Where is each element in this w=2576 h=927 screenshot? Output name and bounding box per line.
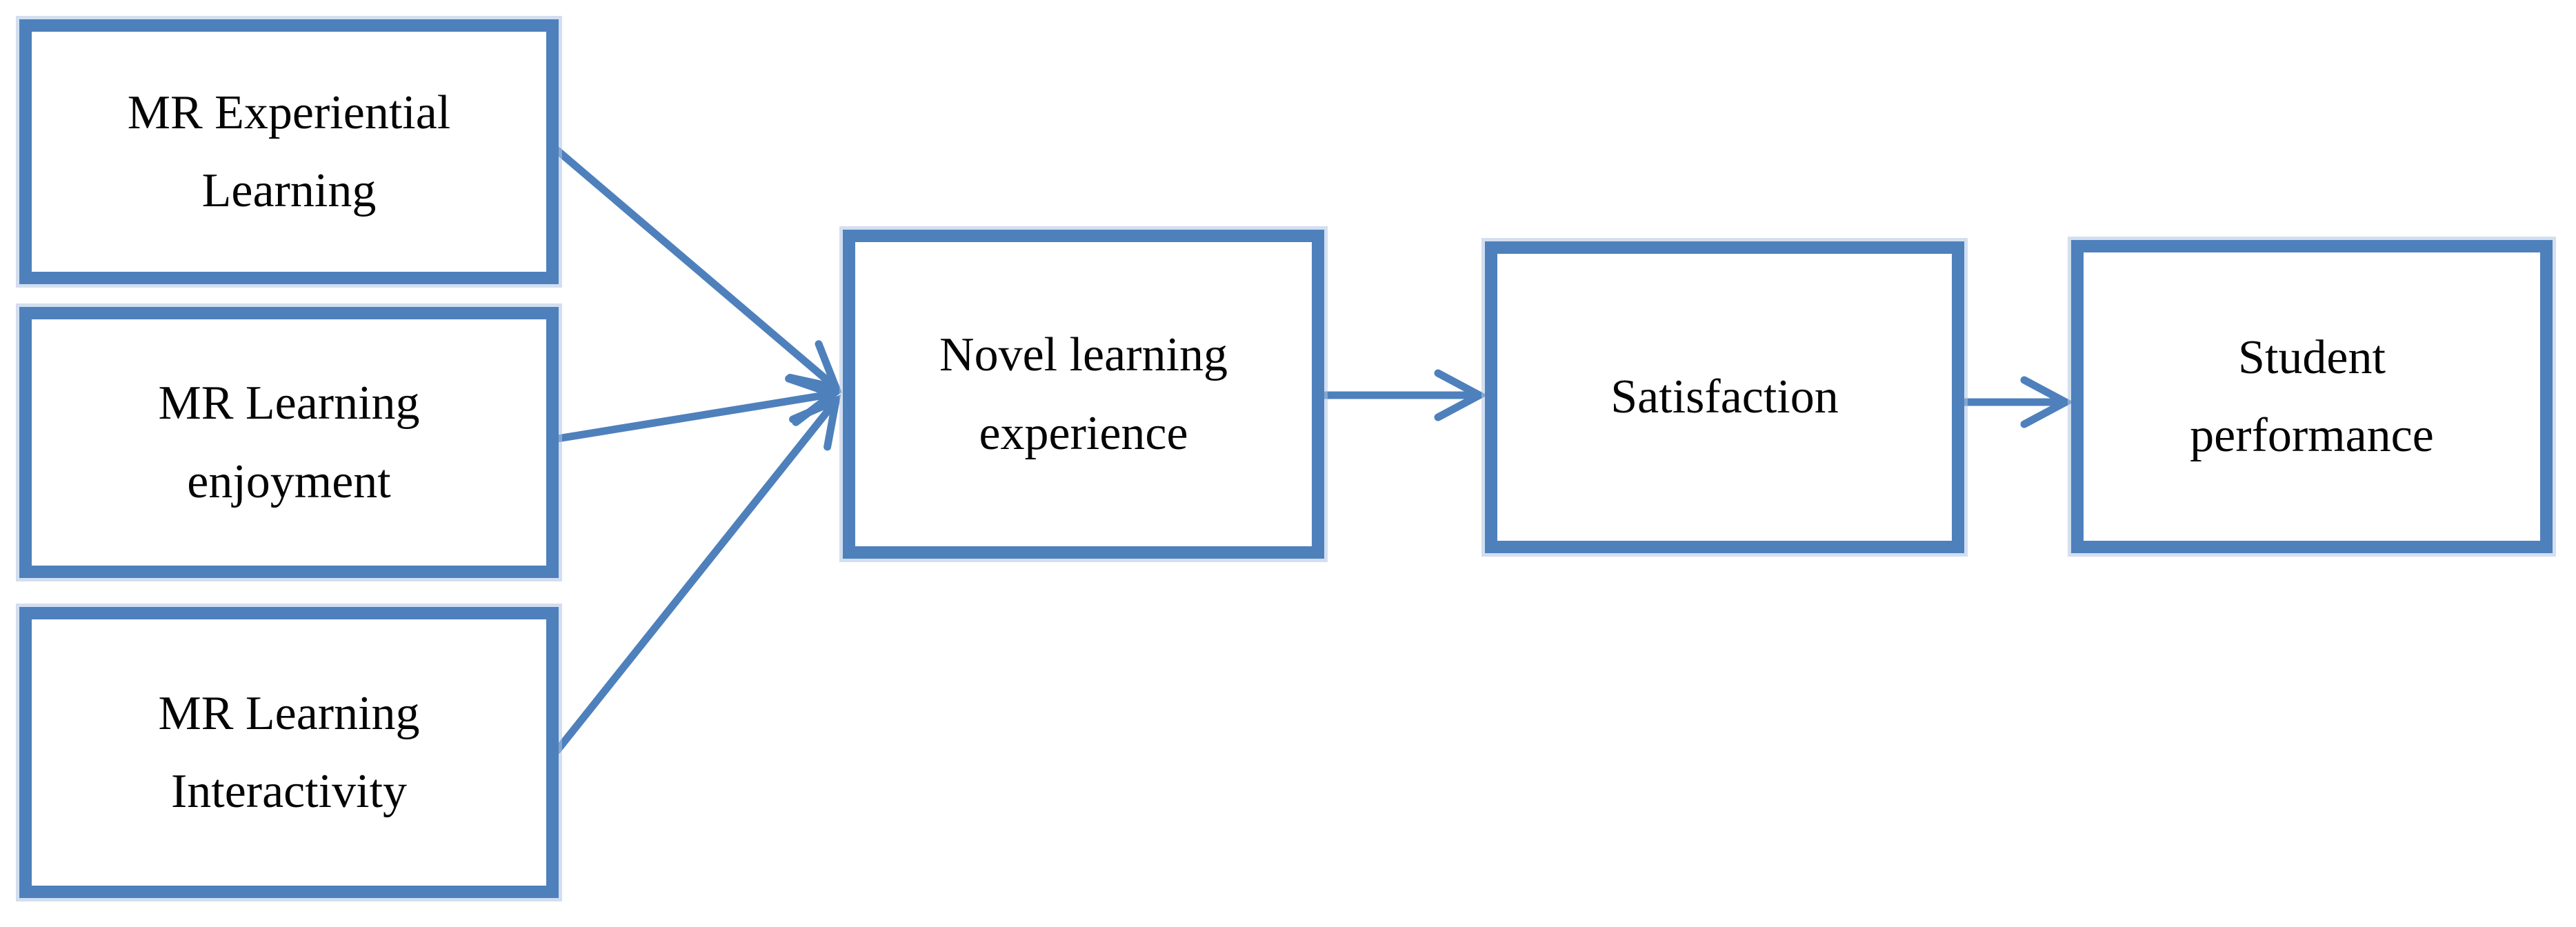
node-novel-learning-experience: Novel learning experience [843, 230, 1324, 559]
node-student-performance: Student performance [2071, 240, 2553, 553]
edge-experiential-to-novel [553, 146, 842, 393]
node-satisfaction: Satisfaction [1485, 241, 1964, 553]
edge-interactivity-to-novel [553, 394, 841, 755]
edge-enjoyment-to-novel [553, 375, 841, 443]
node-mr-learning-enjoyment: MR Learning enjoyment [19, 307, 559, 578]
node-mr-experiential-learning: MR Experiential Learning [19, 19, 559, 284]
node-mr-learning-interactivity: MR Learning Interactivity [19, 607, 559, 898]
